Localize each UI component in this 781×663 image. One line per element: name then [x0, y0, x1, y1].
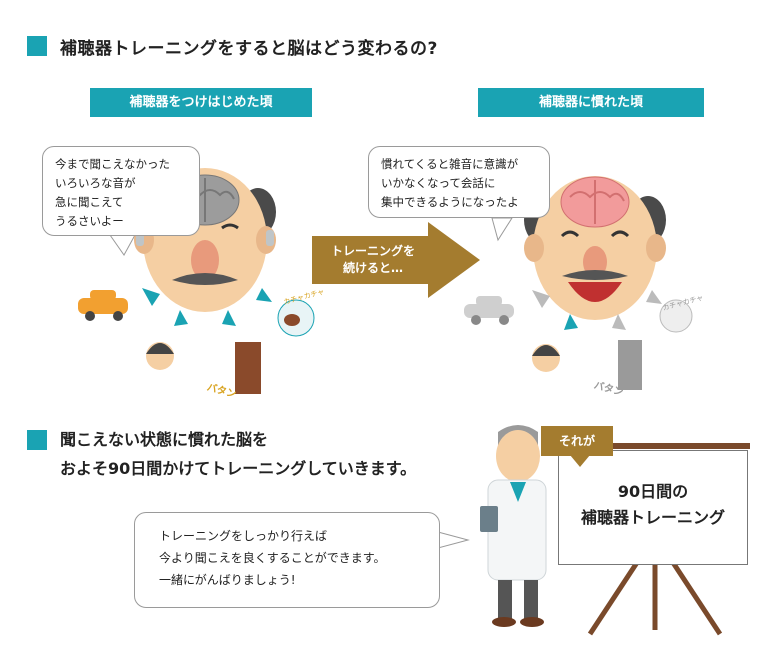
- section-marker: [27, 430, 47, 450]
- section-marker: [27, 36, 47, 56]
- after-speech-bubble: 慣れてくると雑音に意識が いかなくなって会話に 集中できるようになったよ: [368, 146, 550, 218]
- section2-line1: 聞こえない状態に慣れた脳を: [60, 430, 269, 449]
- training-board: 90日間の 補聴器トレーニング: [558, 450, 748, 565]
- section2-line2: およそ90日間かけてトレーニングしていきます。: [60, 459, 417, 478]
- board-tag-tail: [570, 455, 590, 467]
- before-speech-bubble: 今まで聞こえなかった いろいろな音が 急に聞こえて うるさいよー: [42, 146, 200, 236]
- board-line1: 90日間の: [617, 482, 689, 501]
- before-label: 補聴器をつけはじめた頃: [90, 88, 312, 117]
- section1-title: 補聴器トレーニングをすると脳はどう変わるの?: [60, 39, 438, 59]
- after-label: 補聴器に慣れた頃: [478, 88, 704, 117]
- doctor-illustration: [480, 425, 547, 627]
- board-line2: 補聴器トレーニング: [580, 508, 725, 527]
- easel-illustration: [560, 443, 750, 636]
- after-face-illustration: [464, 176, 693, 390]
- training-arrow-text: トレーニングを 続けると…: [330, 244, 415, 275]
- board-tag: それが: [541, 426, 613, 456]
- training-arrow: [312, 222, 480, 298]
- doctor-speech-bubble: トレーニングをしっかり行えば 今より聞こえを良くすることができます。 一緒にがん…: [134, 512, 440, 608]
